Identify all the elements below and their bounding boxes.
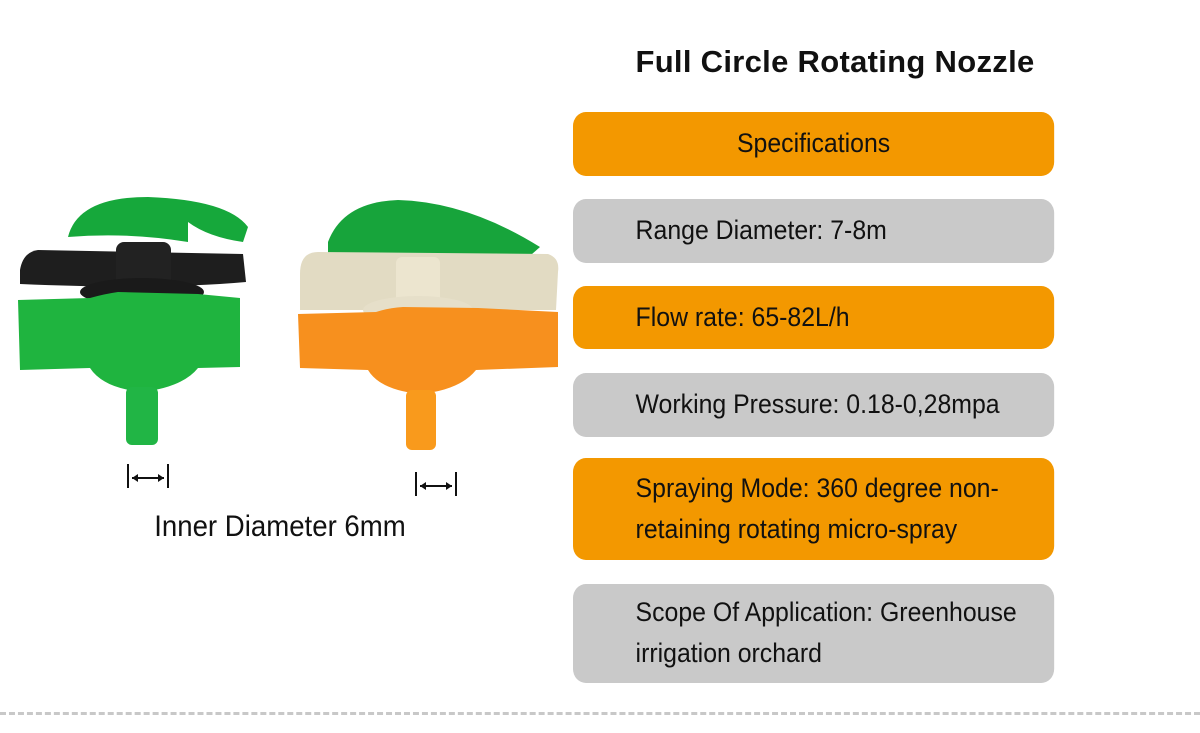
spec-text: Range Diameter: 7-8m xyxy=(635,215,887,245)
spec-text: Spraying Mode: 360 degree non-retaining … xyxy=(635,473,999,544)
spec-item-scope: Scope Of Application: Greenhouse irrigat… xyxy=(573,584,1055,683)
double-arrow-icon xyxy=(415,472,457,496)
double-arrow-icon xyxy=(127,464,169,488)
green-nozzle xyxy=(18,197,248,445)
spec-text: Flow rate: 65-82L/h xyxy=(635,302,850,332)
product-title: Full Circle Rotating Nozzle xyxy=(635,44,1035,79)
spec-item-flow: Flow rate: 65-82L/h xyxy=(573,286,1055,349)
product-photo xyxy=(8,162,570,462)
specs-header: Specifications xyxy=(573,112,1055,176)
inner-diameter-caption: Inner Diameter 6mm xyxy=(154,510,406,543)
spec-text: Scope Of Application: Greenhouse irrigat… xyxy=(635,597,1017,668)
spec-item-spraying: Spraying Mode: 360 degree non-retaining … xyxy=(573,458,1055,560)
dashed-divider xyxy=(0,712,1200,715)
spec-text: Working Pressure: 0.18-0,28mpa xyxy=(635,389,1000,419)
specs-header-label: Specifications xyxy=(736,128,891,158)
orange-nozzle xyxy=(298,200,559,450)
spec-item-pressure: Working Pressure: 0.18-0,28mpa xyxy=(573,373,1055,437)
spec-item-range: Range Diameter: 7-8m xyxy=(573,199,1055,263)
